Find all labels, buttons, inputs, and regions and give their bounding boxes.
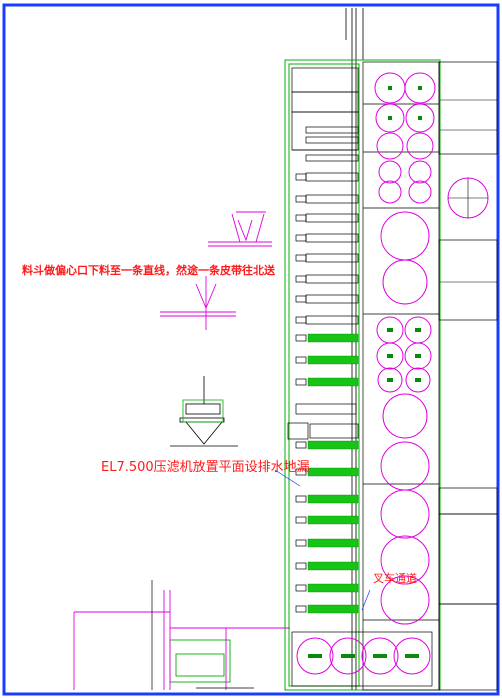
tank-centers bbox=[308, 86, 422, 658]
press-row bbox=[295, 233, 359, 243]
bottom-tank-zone bbox=[291, 631, 433, 687]
hopper-note: 料斗做偏心口下料至一条直线，然途一条皮带往北送 bbox=[22, 264, 275, 277]
press-row bbox=[295, 172, 359, 182]
leader-lines bbox=[274, 469, 371, 611]
tanks bbox=[296, 72, 489, 675]
hopper-detail bbox=[208, 211, 272, 247]
bottom-left-structure bbox=[169, 639, 231, 683]
bottom-left-structure-magenta bbox=[73, 590, 290, 690]
aisle-note: 叉车通道 bbox=[373, 572, 417, 585]
el-note: EL7.500压滤机放置平面设排水地漏 bbox=[101, 460, 310, 475]
axis-lines bbox=[345, 8, 364, 690]
sheet-border bbox=[2, 3, 500, 696]
press-row bbox=[295, 253, 359, 263]
press-row bbox=[295, 274, 359, 284]
bottom-left-black bbox=[151, 580, 254, 690]
conveyors bbox=[307, 333, 359, 614]
tank-zone-outline bbox=[362, 61, 498, 691]
building-outline bbox=[284, 59, 441, 691]
hopper-detail-3-accent bbox=[182, 399, 224, 423]
press-rows bbox=[295, 126, 359, 325]
right-callouts bbox=[440, 99, 497, 283]
press-row bbox=[295, 194, 359, 204]
press-row bbox=[295, 315, 359, 325]
press-row bbox=[295, 294, 359, 304]
press-row bbox=[295, 213, 359, 223]
hopper-detail-3 bbox=[170, 376, 238, 447]
hopper-detail-2 bbox=[160, 276, 236, 330]
filter-press-column bbox=[291, 67, 359, 151]
press-rows-lower bbox=[287, 334, 359, 613]
